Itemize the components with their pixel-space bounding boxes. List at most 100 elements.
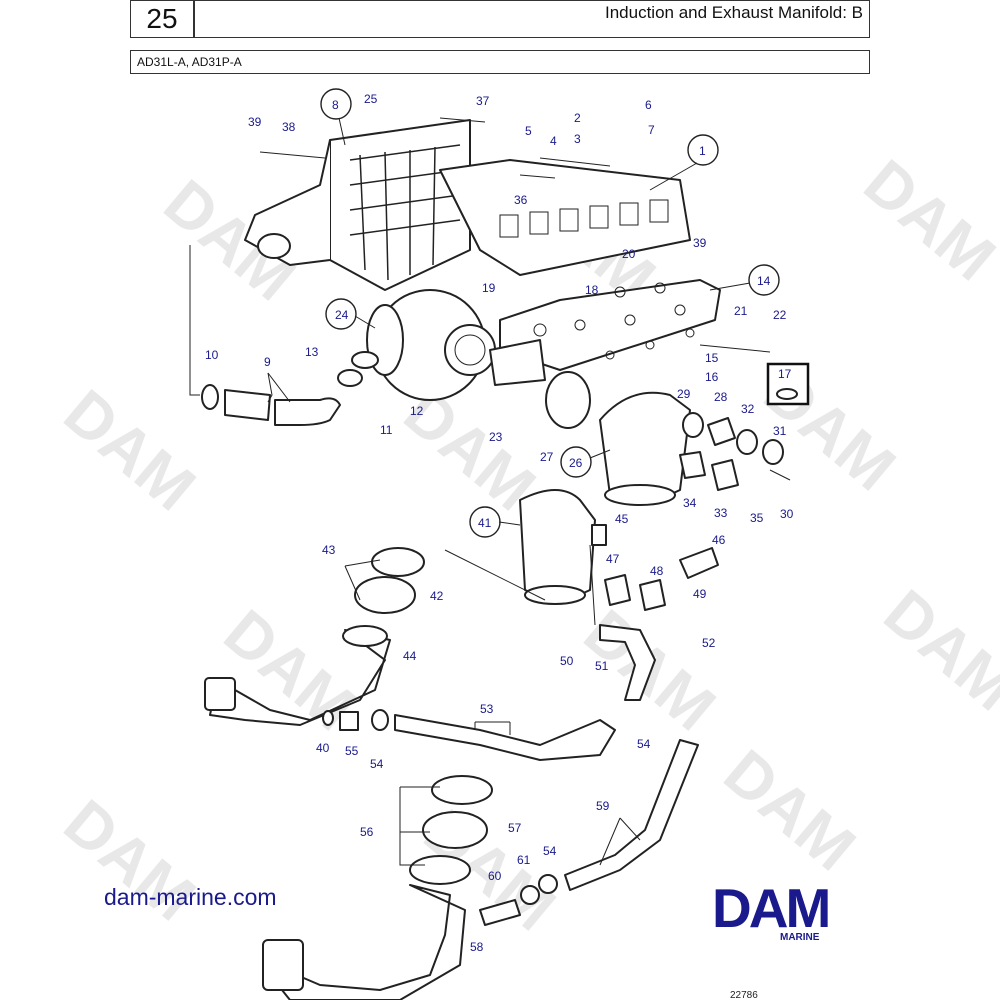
watermark: DAM bbox=[51, 376, 209, 525]
nut bbox=[520, 885, 540, 905]
gasket bbox=[639, 579, 666, 611]
callout-label: 9 bbox=[264, 355, 271, 369]
callout-label: 27 bbox=[540, 450, 554, 464]
seal-ring bbox=[776, 388, 798, 400]
gasket bbox=[604, 574, 631, 606]
drawing-reference: 22786 bbox=[730, 990, 758, 1001]
callout-label: 51 bbox=[595, 659, 609, 673]
watermark: DAM bbox=[51, 786, 209, 935]
fitting bbox=[339, 711, 359, 731]
callout-label: 53 bbox=[480, 702, 494, 716]
callout-label: 54 bbox=[370, 757, 384, 771]
washer bbox=[371, 709, 389, 731]
callout-label: 3 bbox=[574, 132, 581, 146]
callout-label: 28 bbox=[714, 390, 728, 404]
callout-label: 54 bbox=[637, 737, 651, 751]
callout-label: 46 bbox=[712, 533, 726, 547]
callout-label: 36 bbox=[514, 193, 528, 207]
callout-label: 47 bbox=[606, 552, 620, 566]
callout-label: 58 bbox=[470, 940, 484, 954]
callout-label: 60 bbox=[488, 869, 502, 883]
brand-subtitle: MARINE bbox=[780, 932, 820, 943]
callout-label: 37 bbox=[476, 94, 490, 108]
callout-label: 1 bbox=[699, 144, 706, 158]
callout-label: 8 bbox=[332, 98, 339, 112]
callout-label: 38 bbox=[282, 120, 296, 134]
callout-label: 35 bbox=[750, 511, 764, 525]
callout-label: 2 bbox=[574, 111, 581, 125]
callout-label: 30 bbox=[780, 507, 794, 521]
callout-label: 18 bbox=[585, 283, 599, 297]
callout-label: 16 bbox=[705, 370, 719, 384]
page-title: Induction and Exhaust Manifold: B bbox=[194, 0, 870, 38]
callout-label: 41 bbox=[478, 516, 492, 530]
callout-label: 6 bbox=[645, 98, 652, 112]
watermark: DAM bbox=[871, 576, 1000, 725]
callout-circle bbox=[325, 298, 357, 330]
callout-label: 26 bbox=[569, 456, 583, 470]
hose bbox=[394, 714, 616, 761]
callout-label: 29 bbox=[677, 387, 691, 401]
callout-circle bbox=[320, 88, 352, 120]
exhaust-elbow bbox=[599, 391, 691, 506]
exhaust-pipe-upper bbox=[204, 547, 425, 726]
callout-label: 17 bbox=[778, 367, 792, 381]
callout-label: 13 bbox=[305, 345, 319, 359]
brand-logo: DAM bbox=[712, 877, 831, 939]
callout-label: 50 bbox=[560, 654, 574, 668]
page-number: 25 bbox=[130, 0, 194, 38]
callout-label: 40 bbox=[316, 741, 330, 755]
intake-manifold bbox=[244, 119, 691, 291]
callout-label: 54 bbox=[543, 844, 557, 858]
exhaust-elbow-lower bbox=[519, 489, 607, 605]
callout-label: 43 bbox=[322, 543, 336, 557]
water-pipe bbox=[599, 624, 656, 701]
callout-label: 4 bbox=[550, 134, 557, 148]
callout-label: 24 bbox=[335, 308, 349, 322]
clamp bbox=[545, 371, 591, 429]
website-link[interactable]: dam-marine.com bbox=[104, 884, 277, 910]
fitting bbox=[479, 899, 521, 926]
callout-label: 49 bbox=[693, 587, 707, 601]
callout-circles bbox=[320, 88, 780, 538]
callout-label: 48 bbox=[650, 564, 664, 578]
callout-label: 33 bbox=[714, 506, 728, 520]
watermark: DAM bbox=[711, 736, 869, 885]
gasket-set bbox=[679, 412, 784, 491]
hose bbox=[679, 547, 719, 579]
callout-labels: 1 2 3 4 5 6 7 8 9 10 11 12 13 14 15 16 1… bbox=[205, 92, 794, 954]
callout-label: 7 bbox=[648, 123, 655, 137]
callout-label: 14 bbox=[757, 274, 771, 288]
callout-label: 56 bbox=[360, 825, 374, 839]
callout-label: 55 bbox=[345, 744, 359, 758]
callout-label: 10 bbox=[205, 348, 219, 362]
callout-label: 39 bbox=[248, 115, 262, 129]
callout-label: 42 bbox=[430, 589, 444, 603]
callout-label: 15 bbox=[705, 351, 719, 365]
callout-label: 61 bbox=[517, 853, 531, 867]
callout-label: 45 bbox=[615, 512, 629, 526]
callout-label: 32 bbox=[741, 402, 755, 416]
turbocharger bbox=[366, 289, 546, 401]
callout-label: 22 bbox=[773, 308, 787, 322]
leader-lines bbox=[189, 117, 751, 866]
callout-label: 57 bbox=[508, 821, 522, 835]
callout-label: 19 bbox=[482, 281, 496, 295]
callout-label: 59 bbox=[596, 799, 610, 813]
callout-label: 44 bbox=[403, 649, 417, 663]
callout-label: 12 bbox=[410, 404, 424, 418]
callout-label: 21 bbox=[734, 304, 748, 318]
callout-label: 52 bbox=[702, 636, 716, 650]
callout-circle bbox=[748, 264, 780, 296]
hose bbox=[564, 739, 699, 891]
exhaust-pipe-lower bbox=[262, 775, 493, 1000]
callout-circle bbox=[687, 134, 719, 166]
model-line: AD31L-A, AD31P-A bbox=[130, 50, 870, 74]
callout-label: 23 bbox=[489, 430, 503, 444]
washer bbox=[322, 710, 334, 726]
callout-label: 34 bbox=[683, 496, 697, 510]
callout-label: 11 bbox=[380, 423, 393, 437]
callout-label: 31 bbox=[773, 424, 787, 438]
callout-label: 39 bbox=[693, 236, 707, 250]
watermark: DAM bbox=[851, 146, 1000, 295]
